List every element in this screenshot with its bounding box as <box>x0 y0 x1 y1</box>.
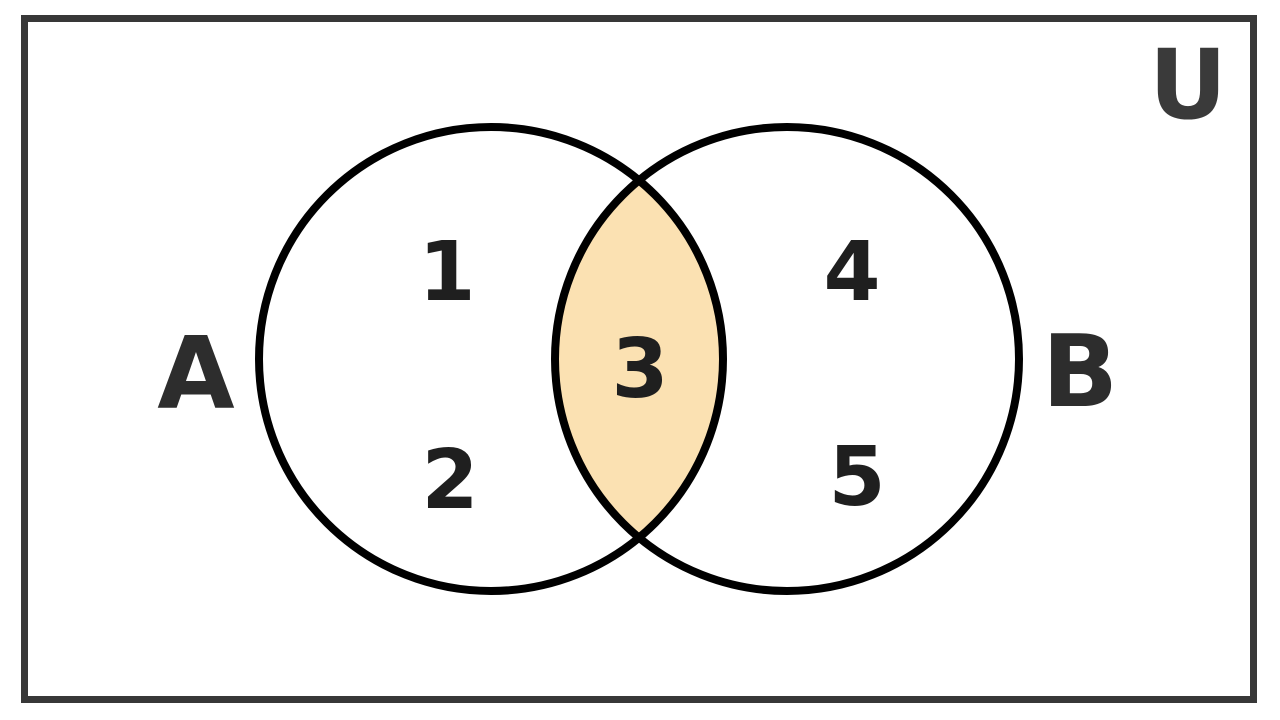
element-1: 1 <box>418 225 475 320</box>
element-4: 4 <box>823 225 880 320</box>
set-a-label: A <box>157 315 234 432</box>
element-5: 5 <box>828 430 885 525</box>
intersection-region <box>554 180 724 538</box>
element-2: 2 <box>421 433 478 528</box>
circle-a <box>255 123 727 595</box>
circle-b <box>551 123 1023 595</box>
element-3: 3 <box>611 322 668 417</box>
universe-label: U <box>1149 29 1227 141</box>
set-b-label: B <box>1042 313 1118 430</box>
